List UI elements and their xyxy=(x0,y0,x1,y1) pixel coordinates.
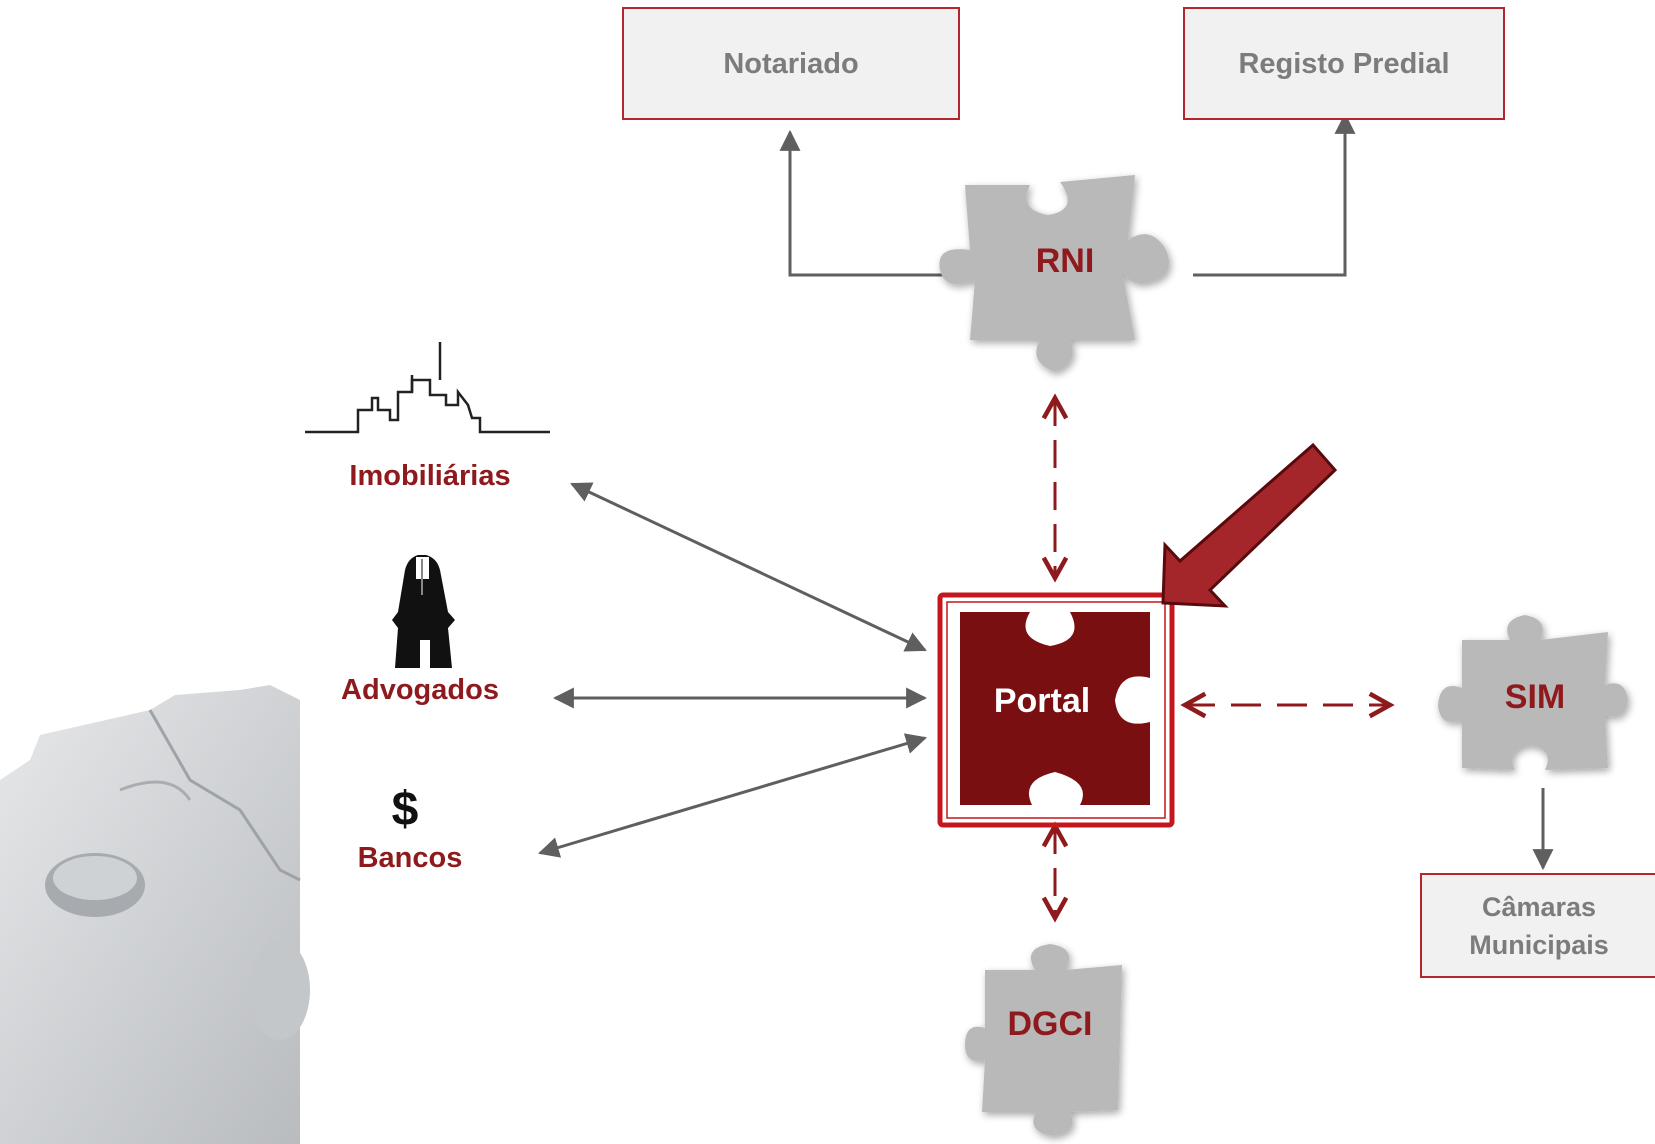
pointer-arrow-icon xyxy=(1161,442,1338,608)
bancos-label: Bancos xyxy=(357,842,463,874)
advogados-label: Advogados xyxy=(341,674,499,706)
camaras-label-line2: Municipais xyxy=(1469,929,1609,960)
notariado-box: Notariado xyxy=(622,7,960,120)
actor-arrows xyxy=(537,482,928,858)
registo-predial-box: Registo Predial xyxy=(1183,7,1505,120)
dollar-icon: $ xyxy=(391,783,419,836)
camaras-label-line1: Câmaras xyxy=(1481,891,1597,922)
dgci-label: DGCI xyxy=(1007,1005,1093,1043)
notariado-label: Notariado xyxy=(723,47,859,80)
dgci-puzzle-piece-icon xyxy=(965,944,1122,1136)
sim-puzzle-piece-icon xyxy=(1438,615,1628,770)
lawyer-robe-icon xyxy=(392,555,455,668)
dashed-connectors xyxy=(1055,398,1390,918)
portal-label: Portal xyxy=(993,682,1091,720)
skyline-icon xyxy=(305,342,550,434)
rni-connectors xyxy=(779,112,1356,277)
portal-puzzle-piece-icon xyxy=(937,592,1175,828)
sim-label: SIM xyxy=(1504,678,1566,716)
imobiliarias-label: Imobiliárias xyxy=(349,460,511,492)
rni-label: RNI xyxy=(1035,242,1095,280)
decorative-puzzle-image xyxy=(0,685,310,1144)
registo-predial-label: Registo Predial xyxy=(1238,47,1450,80)
rni-puzzle-piece-icon xyxy=(939,175,1170,372)
camaras-municipais-box: Câmaras Municipais xyxy=(1420,873,1655,978)
